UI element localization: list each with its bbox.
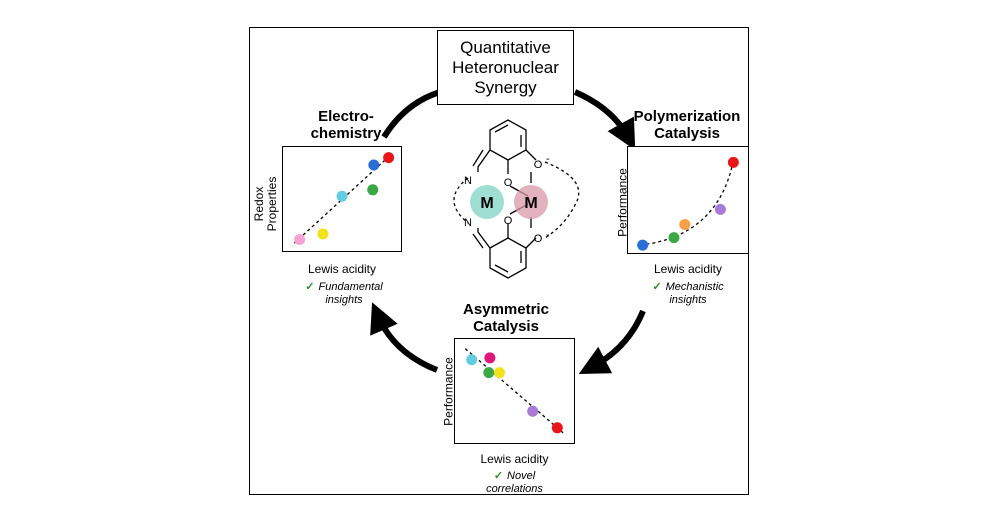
heading-line: chemistry <box>310 125 382 142</box>
atom-o-top-right: O <box>534 159 543 171</box>
data-point-blue <box>637 239 649 251</box>
check-icon: ✓ <box>652 281 662 293</box>
note-line: correlations <box>486 483 543 495</box>
note-asymmetric: ✓Novel correlations <box>454 470 575 496</box>
metal-left-halo <box>470 185 504 219</box>
plot-polymerization <box>627 146 749 254</box>
atom-o-bottom-right: O <box>534 233 543 245</box>
note-line: Novel <box>507 470 536 482</box>
metal-right-label: M <box>524 195 537 212</box>
plot-electrochemistry <box>282 146 402 252</box>
data-point-yellow <box>317 228 329 240</box>
scatter-svg <box>637 156 739 251</box>
charge-bottom: - <box>546 229 550 241</box>
atom-n-top: N <box>464 175 472 187</box>
note-electrochemistry: ✓Fundamental insights <box>284 281 404 307</box>
check-icon: ✓ <box>493 470 504 482</box>
atom-n-bottom: N <box>464 217 472 229</box>
data-point-green <box>483 367 495 379</box>
data-point-purple <box>527 405 539 417</box>
data-point-red <box>727 156 739 168</box>
arrow-bottom-left <box>370 302 439 373</box>
arrow-bottom-right <box>578 309 646 375</box>
atom-o-top-left: O <box>504 177 513 189</box>
data-point-cyan <box>336 190 348 202</box>
data-point-magenta <box>484 352 496 364</box>
panel-heading-asymmetric: Asymmetric Catalysis <box>446 301 566 335</box>
note-line: insights <box>325 294 363 306</box>
data-point-purple <box>714 203 726 215</box>
data-point-green <box>367 184 379 196</box>
note-line: Fundamental <box>318 281 383 293</box>
data-point-pink <box>294 233 306 245</box>
trend-line <box>464 348 566 435</box>
heading-line: Asymmetric <box>463 301 549 318</box>
panel-heading-polymerization: Polymerization Catalysis <box>622 108 752 142</box>
data-point-cyan <box>466 354 478 366</box>
title-line-2: Heteronuclear <box>452 57 559 77</box>
xlabel-polymerization: Lewis acidity <box>653 262 723 276</box>
trend-line <box>640 160 734 246</box>
note-line: insights <box>669 294 707 306</box>
heading-line: Electro- <box>318 108 374 125</box>
data-point-blue <box>368 159 380 171</box>
title-line-3: Synergy <box>474 77 537 97</box>
xlabel-asymmetric: Lewis acidity <box>480 452 549 466</box>
data-point-orange <box>679 218 691 230</box>
note-line: Mechanistic <box>665 281 724 293</box>
heading-line: Catalysis <box>654 125 720 142</box>
data-point-red <box>551 422 563 434</box>
heading-line: Polymerization <box>633 108 741 125</box>
title-line-1: Quantitative <box>460 37 551 57</box>
panel-heading-electrochemistry: Electro- chemistry <box>291 108 401 142</box>
xlabel-electrochemistry: Lewis acidity <box>307 262 377 276</box>
arrow-top-left <box>381 89 441 139</box>
data-point-green <box>668 232 680 244</box>
scatter-svg <box>293 152 395 245</box>
metal-left-label: M <box>480 195 493 212</box>
check-icon: ✓ <box>305 281 315 293</box>
data-point-red <box>383 152 395 164</box>
atom-o-bottom-left: O <box>504 215 513 227</box>
arrow-top-right <box>573 89 636 151</box>
metal-right-halo <box>514 185 548 219</box>
charge-top: - <box>546 153 550 165</box>
data-point-yellow <box>494 367 506 379</box>
scatter-svg <box>464 348 566 435</box>
note-polymerization: ✓Mechanistic insights <box>627 281 749 307</box>
heading-line: Catalysis <box>473 318 539 335</box>
plot-asymmetric <box>454 338 575 444</box>
title-box: Quantitative Heteronuclear Synergy <box>437 30 574 105</box>
